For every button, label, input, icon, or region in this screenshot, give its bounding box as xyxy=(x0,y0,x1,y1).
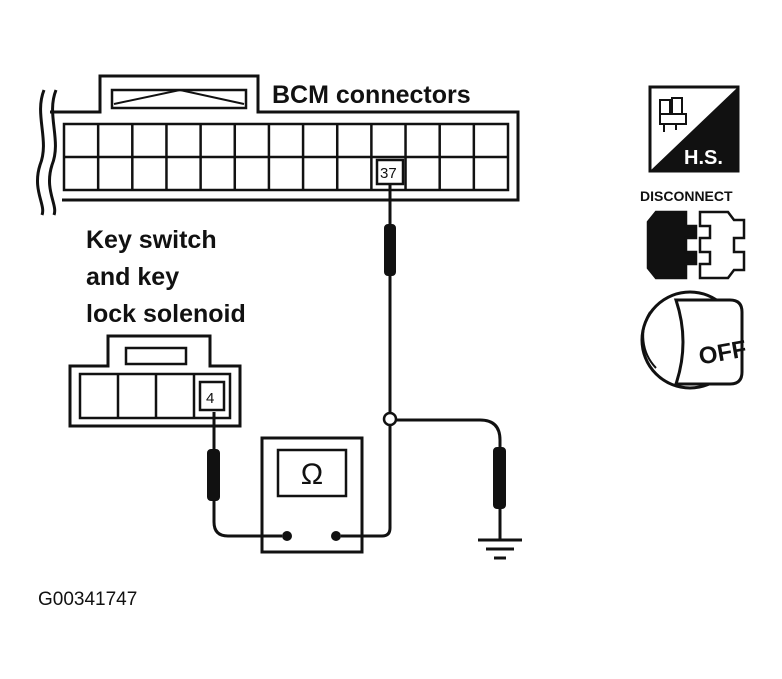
ohmmeter xyxy=(260,436,364,554)
probe-pin4 xyxy=(207,449,220,501)
ohmmeter-display xyxy=(276,448,348,498)
bcm-housing xyxy=(50,74,520,202)
key-switch-pin-4-label: 4 xyxy=(206,390,214,407)
connector-break-line-outer xyxy=(36,89,46,216)
probe-pin37 xyxy=(384,224,396,276)
hs-label: H.S. xyxy=(684,147,723,169)
disconnect-connector-icon xyxy=(646,210,746,280)
ignition-off-icon: OFF xyxy=(640,290,749,390)
key-switch-label-line-2: and key xyxy=(86,263,179,291)
lead-pin37 xyxy=(341,184,392,538)
connector-break-line-inner xyxy=(48,89,58,216)
key-switch-housing xyxy=(68,334,242,428)
probe-ground xyxy=(493,447,506,509)
key-switch-label-line-3: lock solenoid xyxy=(86,300,246,328)
lead-ground xyxy=(395,418,502,540)
figure-code: G00341747 xyxy=(38,589,137,610)
wire-junction xyxy=(382,411,398,427)
bcm-connector xyxy=(36,74,520,216)
ohmmeter-body xyxy=(260,436,364,554)
ground-symbol xyxy=(478,538,522,560)
key-switch-connector xyxy=(68,334,242,428)
key-switch-label: Key switch and key lock solenoid xyxy=(86,226,246,328)
test-probes xyxy=(207,224,506,509)
test-leads xyxy=(212,184,502,540)
ohmmeter-terminal-right xyxy=(331,531,341,541)
ohm-symbol: Ω xyxy=(301,458,323,491)
lead-pin4 xyxy=(212,412,282,538)
bcm-title: BCM connectors xyxy=(272,81,471,109)
bcm-pin-37-label: 37 xyxy=(380,165,397,182)
ohmmeter-terminal-left xyxy=(282,531,292,541)
key-switch-latch xyxy=(124,346,188,366)
bcm-pin-dividers xyxy=(96,124,476,190)
key-switch-pin-4-box xyxy=(198,380,226,412)
bcm-latch xyxy=(110,88,248,110)
key-switch-label-line-1: Key switch xyxy=(86,226,217,254)
disconnect-label: DISCONNECT xyxy=(640,188,733,204)
hand-tool-hs-icon: H.S. xyxy=(648,85,740,173)
